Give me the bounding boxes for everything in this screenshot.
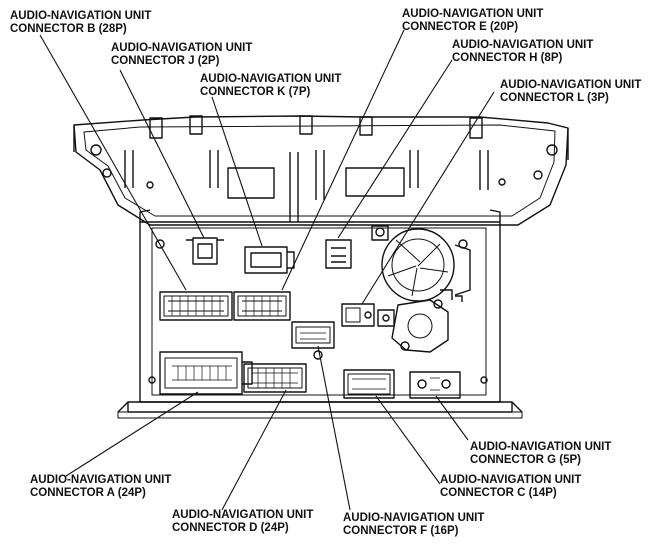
- label-connector-j-line2: CONNECTOR J (2P): [111, 55, 220, 67]
- leader-k: [211, 96, 263, 247]
- label-connector-g: AUDIO-NAVIGATION UNIT CONNECTOR G (5P): [470, 441, 611, 467]
- label-connector-a-line2: CONNECTOR A (24P): [30, 487, 146, 499]
- label-connector-a-line1: AUDIO-NAVIGATION UNIT: [30, 474, 172, 486]
- label-connector-k: AUDIO-NAVIGATION UNIT CONNECTOR K (7P): [200, 73, 341, 99]
- leader-e: [281, 29, 405, 291]
- callout-leaders: [39, 29, 495, 511]
- leader-h: [337, 59, 453, 239]
- label-connector-e-line1: AUDIO-NAVIGATION UNIT: [402, 8, 544, 20]
- chassis: [117, 209, 523, 419]
- label-connector-f: AUDIO-NAVIGATION UNIT CONNECTOR F (16P): [343, 512, 484, 538]
- label-connector-f-line2: CONNECTOR F (16P): [343, 525, 459, 537]
- label-connector-l: AUDIO-NAVIGATION UNIT CONNECTOR L (3P): [500, 79, 641, 105]
- label-connector-g-line2: CONNECTOR G (5P): [470, 454, 581, 466]
- connector-a: [159, 351, 253, 395]
- label-connector-b-line1: AUDIO-NAVIGATION UNIT: [10, 10, 152, 22]
- label-connector-k-line2: CONNECTOR K (7P): [200, 86, 311, 98]
- label-connector-j-line1: AUDIO-NAVIGATION UNIT: [111, 42, 253, 54]
- label-connector-l-line1: AUDIO-NAVIGATION UNIT: [500, 79, 642, 91]
- leader-b: [39, 34, 187, 291]
- fan-assembly: [371, 225, 471, 302]
- label-connector-a: AUDIO-NAVIGATION UNIT CONNECTOR A (24P): [30, 474, 171, 500]
- label-connector-b: AUDIO-NAVIGATION UNIT CONNECTOR B (28P): [10, 10, 151, 36]
- connector-k: [244, 246, 295, 274]
- label-connector-j: AUDIO-NAVIGATION UNIT CONNECTOR J (2P): [111, 42, 252, 68]
- leader-c: [375, 395, 441, 485]
- connector-h: [341, 303, 375, 327]
- label-connector-d-line1: AUDIO-NAVIGATION UNIT: [172, 509, 314, 521]
- connector-f: [291, 321, 335, 349]
- label-connector-l-line2: CONNECTOR L (3P): [500, 92, 609, 104]
- label-connector-h-line1: AUDIO-NAVIGATION UNIT: [452, 39, 594, 51]
- leader-l: [361, 91, 495, 305]
- label-connector-f-line1: AUDIO-NAVIGATION UNIT: [343, 512, 485, 524]
- label-connector-k-line1: AUDIO-NAVIGATION UNIT: [200, 73, 342, 85]
- label-connector-b-line2: CONNECTOR B (28P): [10, 23, 127, 35]
- lower-bracket-assembly: [391, 289, 453, 353]
- leader-a: [65, 391, 199, 477]
- label-connector-c-line2: CONNECTOR C (14P): [440, 487, 557, 499]
- connector-l: [377, 309, 395, 327]
- label-connector-d-line2: CONNECTOR D (24P): [172, 522, 289, 534]
- leader-j: [119, 69, 205, 239]
- connector-b: [159, 291, 233, 321]
- label-connector-h-line2: CONNECTOR H (8P): [452, 52, 563, 64]
- leader-g: [435, 395, 469, 441]
- label-connector-e-line2: CONNECTOR E (20P): [402, 21, 519, 33]
- label-connector-e: AUDIO-NAVIGATION UNIT CONNECTOR E (20P): [402, 8, 543, 34]
- label-connector-c-line1: AUDIO-NAVIGATION UNIT: [440, 474, 582, 486]
- connector-b-second-block: [233, 291, 291, 321]
- connector-g: [409, 371, 461, 399]
- connector-j: [186, 237, 224, 265]
- leader-f: [317, 345, 351, 511]
- label-connector-d: AUDIO-NAVIGATION UNIT CONNECTOR D (24P): [172, 509, 313, 535]
- top-housing: [73, 115, 569, 226]
- connector-d: [243, 363, 307, 393]
- label-connector-c: AUDIO-NAVIGATION UNIT CONNECTOR C (14P): [440, 474, 581, 500]
- label-connector-h: AUDIO-NAVIGATION UNIT CONNECTOR H (8P): [452, 39, 593, 65]
- connector-e: [325, 239, 352, 269]
- label-connector-g-line1: AUDIO-NAVIGATION UNIT: [470, 441, 612, 453]
- connector-c: [343, 369, 395, 399]
- leader-d: [221, 389, 287, 511]
